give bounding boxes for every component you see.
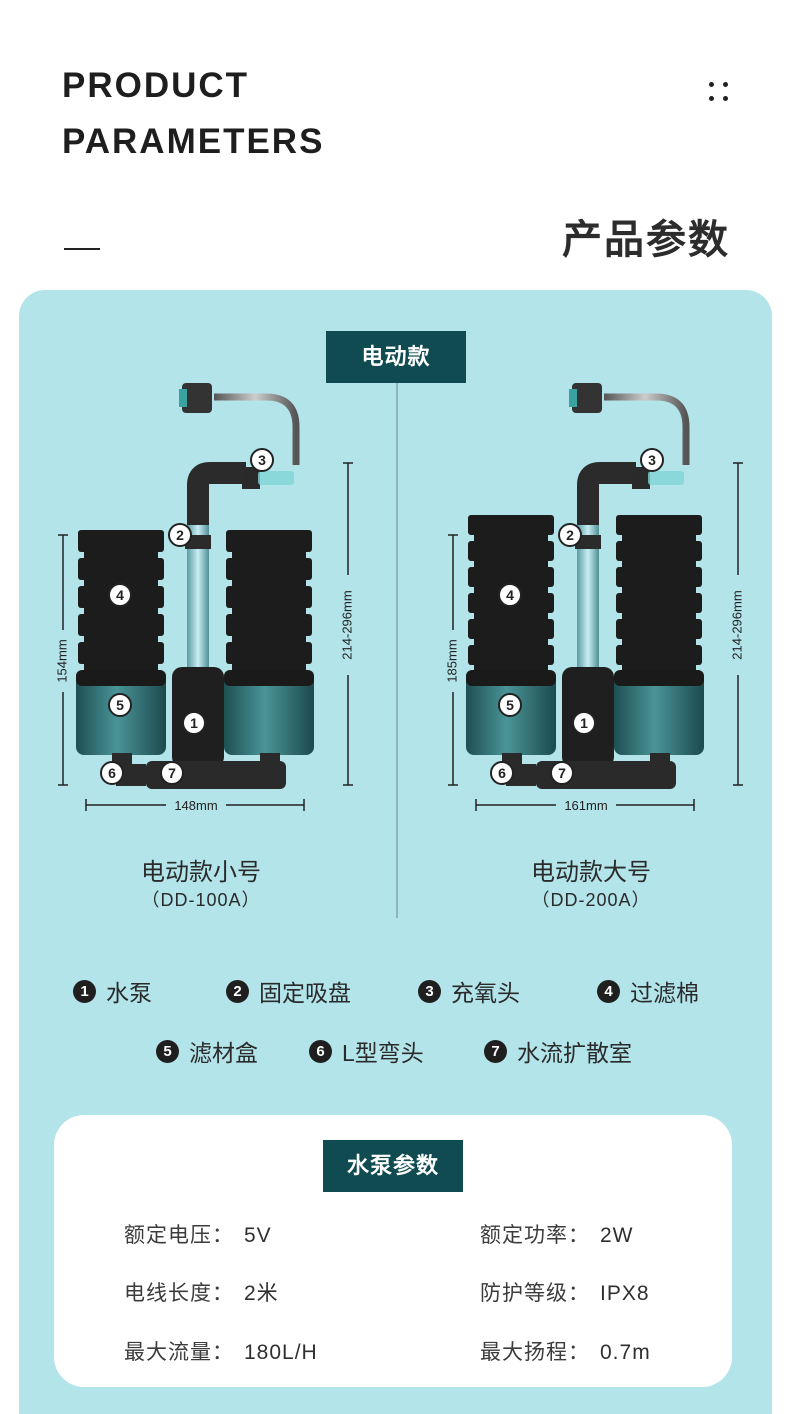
legend-item-sponge: 4 过滤棉 (597, 976, 699, 1006)
spec-protection-rating: 防护等级： IPX8 (480, 1277, 650, 1307)
total-height-dim-label: 214-296mm (729, 590, 744, 659)
sponge-left (78, 530, 164, 670)
legend-item-suction-cup: 2 固定吸盘 (226, 976, 351, 1006)
legend-num: 5 (156, 1039, 179, 1063)
chinese-title: 产品参数 (562, 218, 730, 262)
legend-num: 7 (484, 1039, 507, 1063)
spec-label: 额定功率： (480, 1224, 590, 1247)
legend-num: 3 (418, 979, 441, 1003)
legend-item-pump: 1 水泵 (73, 976, 152, 1006)
callout-7: 7 (558, 765, 566, 781)
spec-value: 180L/H (244, 1341, 318, 1364)
english-title: PRODUCT PARAMETERS (62, 58, 324, 170)
spec-value: IPX8 (600, 1282, 650, 1305)
spec-label: 最大扬程： (480, 1341, 590, 1364)
center-divider (396, 383, 398, 918)
legend-item-diffuser: 7 水流扩散室 (484, 1036, 632, 1066)
spec-label: 最大流量： (124, 1341, 234, 1364)
section-tag: 电动款 (326, 331, 466, 383)
spec-label: 额定电压： (124, 1224, 234, 1247)
spec-rated-power: 额定功率： 2W (480, 1219, 634, 1249)
legend-label: 固定吸盘 (259, 980, 351, 1006)
height-dim-label: 154mm (54, 639, 69, 682)
spec-max-flow: 最大流量： 180L/H (124, 1336, 318, 1366)
legend-num: 4 (597, 979, 620, 1003)
model-code-small: （DD-100A） (141, 890, 261, 910)
legend-label: 水流扩散室 (517, 1040, 632, 1066)
air-valve-icon (182, 383, 212, 413)
total-height-dim-label: 214-296mm (339, 590, 354, 659)
width-dim-label: 148mm (174, 798, 217, 813)
spec-value: 5V (244, 1224, 272, 1247)
title-divider (64, 248, 100, 250)
legend-label: 水泵 (106, 980, 152, 1006)
dots-grid-icon[interactable] (706, 80, 732, 104)
callout-5: 5 (116, 697, 124, 713)
callout-7: 7 (168, 765, 176, 781)
pump-params-tag: 水泵参数 (323, 1140, 463, 1192)
spec-value: 0.7m (600, 1341, 651, 1364)
callout-4: 4 (116, 587, 124, 603)
spec-value: 2米 (244, 1282, 279, 1305)
spec-value: 2W (600, 1224, 634, 1247)
callout-4: 4 (506, 587, 514, 603)
sponge-left (468, 515, 554, 671)
callout-6: 6 (108, 765, 116, 781)
legend-num: 6 (309, 1039, 332, 1063)
height-dim-label: 185mm (444, 639, 459, 682)
callout-2: 2 (566, 527, 574, 543)
callout-1: 1 (580, 715, 588, 731)
title-line-2: PARAMETERS (62, 122, 325, 161)
legend-item-elbow: 6 L型弯头 (309, 1036, 424, 1066)
callout-2: 2 (176, 527, 184, 543)
spec-label: 防护等级： (480, 1282, 590, 1305)
sponge-right (616, 515, 702, 671)
legend-num: 2 (226, 979, 249, 1003)
callout-6: 6 (498, 765, 506, 781)
filter-box-right (614, 670, 704, 755)
spec-cable-length: 电线长度： 2米 (124, 1277, 279, 1307)
legend-item-media-box: 5 滤材盒 (156, 1036, 258, 1066)
product-image-large: 185mm 214-296mm (442, 383, 749, 815)
callout-3: 3 (258, 452, 266, 468)
spec-max-head: 最大扬程： 0.7m (480, 1336, 651, 1366)
legend-label: 滤材盒 (189, 1040, 258, 1066)
legend-label: L型弯头 (342, 1040, 424, 1066)
model-name-small: 电动款小号 (141, 859, 261, 886)
legend-num: 1 (73, 979, 96, 1003)
width-dim-label: 161mm (564, 798, 607, 813)
air-valve-icon (572, 383, 602, 413)
legend-label: 过滤棉 (630, 980, 699, 1006)
legend-label: 充氧头 (451, 980, 520, 1006)
title-line-1: PRODUCT (62, 66, 250, 105)
product-image-small: 154mm 214-296mm (52, 383, 359, 815)
callout-5: 5 (506, 697, 514, 713)
callout-1: 1 (190, 715, 198, 731)
callout-3: 3 (648, 452, 656, 468)
legend-item-air-stone: 3 充氧头 (418, 976, 520, 1006)
model-name-large: 电动款大号 (531, 859, 651, 886)
filter-box-right (224, 670, 314, 755)
sponge-right (226, 530, 312, 670)
spec-label: 电线长度： (124, 1282, 234, 1305)
spec-rated-voltage: 额定电压： 5V (124, 1219, 272, 1249)
model-code-large: （DD-200A） (531, 890, 651, 910)
